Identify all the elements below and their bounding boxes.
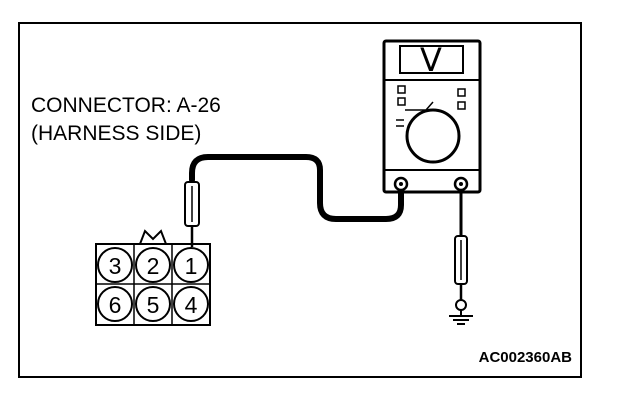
meter-indicator-icon: [457, 101, 466, 110]
pin-3-circle: [97, 247, 133, 283]
pin-label: 4: [185, 292, 198, 318]
connector-label-line2: (HARNESS SIDE): [31, 122, 201, 145]
pin-label: 1: [185, 253, 198, 279]
meter-display-symbol: V: [420, 41, 442, 79]
pin-label: 3: [109, 253, 122, 279]
pin-label: 6: [109, 292, 122, 318]
pin-label: 2: [147, 253, 160, 279]
connector-a26: 3 2 1 6 5 4: [95, 229, 211, 326]
pin-1-circle: [173, 247, 209, 283]
voltmeter: V: [382, 39, 482, 194]
ground-probe: [454, 190, 468, 316]
figure-code: AC002360AB: [479, 349, 573, 366]
connector-probe: [184, 181, 200, 247]
pin-6-circle: [97, 286, 133, 322]
meter-indicator-icon: [397, 97, 406, 106]
diagram-frame: [18, 22, 582, 378]
pin-5-circle: [135, 286, 171, 322]
connector-lock-tab: [139, 229, 167, 245]
pin-2-circle: [135, 247, 171, 283]
harness-wire: [189, 154, 404, 222]
meter-display: [399, 45, 464, 74]
meter-indicator-icon: [397, 85, 406, 94]
meter-indicator-icon: [457, 88, 466, 97]
pin-4-circle: [173, 286, 209, 322]
connector-label-line1: CONNECTOR: A-26: [31, 94, 221, 117]
meter-selector-dial: [405, 108, 461, 164]
ground-icon: [449, 315, 473, 325]
meter-scale-mark: [396, 119, 404, 127]
pin-label: 5: [147, 292, 160, 318]
